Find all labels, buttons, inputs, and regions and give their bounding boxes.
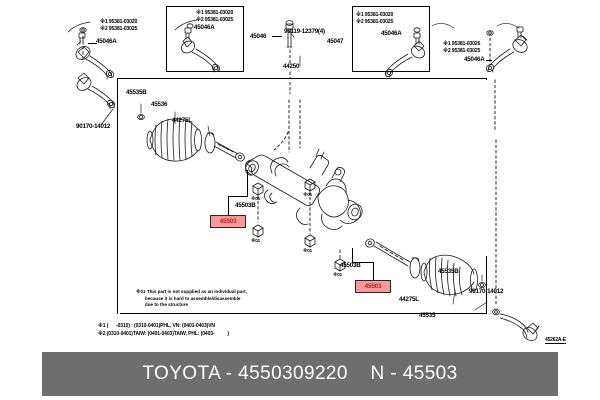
- highlight-right-bracket-v: [373, 262, 374, 280]
- label-44275L-left: 44275L: [172, 117, 192, 124]
- highlight-45503-right[interactable]: 45503: [355, 280, 391, 293]
- highlight-left-bracket-h: [228, 196, 248, 197]
- label-bolt-left-45046: 90119-12379(4): [284, 28, 325, 35]
- label-45535-right: 45535: [419, 312, 436, 319]
- frame-mask-right: [485, 80, 487, 256]
- label-right-outer-note1: ※1 95381-03026: [443, 41, 481, 47]
- leader-45046: [272, 36, 282, 37]
- main-diagram-frame: [117, 78, 487, 314]
- label-right-outer-note2: ※2 95381-03025: [443, 48, 481, 54]
- footer-part-text: TOYOTA - 4550309220 N - 45503: [142, 363, 458, 384]
- label-mark01-d: ※01: [303, 248, 312, 253]
- bolt-left-upper: [79, 27, 87, 33]
- frame-mask-top: [118, 79, 486, 80]
- footer-bar: TOYOTA - 4550309220 N - 45503: [42, 352, 558, 396]
- label-45535B-left: 45535B: [126, 89, 147, 96]
- label-bolt-45046: 45046: [250, 33, 267, 40]
- label-left-inset-note1: ※1 95381-03020: [196, 10, 234, 16]
- highlight-45503-left[interactable]: 45503: [210, 215, 246, 228]
- label-90170-14012-left: 90170-14012: [76, 123, 111, 130]
- tie-rod-end-right-outer: [485, 26, 528, 73]
- diagram-code: 45262A-E: [545, 337, 566, 344]
- leader-left-outer: [88, 43, 97, 44]
- tie-rod-end-right-lower: [492, 308, 540, 341]
- tie-rod-end-left-lower: [76, 72, 116, 110]
- highlight-left-bracket-v: [228, 196, 229, 215]
- label-right-inset-note2: ※2 95381-03025: [356, 19, 394, 25]
- footnote-1: ※1 ( -0310) : (0310-0401)PHL, VN: (0401-…: [98, 323, 215, 329]
- label-mark01-e: ※01: [333, 272, 342, 277]
- callout-box-right-inset: [352, 6, 430, 72]
- label-45503B-left: 45503B: [235, 202, 256, 209]
- frame-mask-left: [118, 160, 120, 314]
- label-left-inset-note2: ※2 95381-03025: [196, 17, 234, 23]
- bolt-right-upper: [486, 30, 494, 36]
- label-left-outer-part: 45046A: [96, 38, 117, 45]
- label-left-inset-part: 45046A: [194, 24, 215, 31]
- leader-right-outer: [486, 60, 492, 61]
- label-left-outer-note2: ※2 95381-03025: [100, 26, 138, 32]
- callout-box-left-inset: [166, 6, 244, 72]
- label-mark01-a: ※01: [251, 196, 260, 201]
- label-44275L-right: 44275L: [399, 296, 419, 303]
- highlight-right-bracket-h: [352, 262, 374, 263]
- label-90170-14012-right: 90170-14012: [469, 288, 504, 295]
- label-45536: 45536: [151, 101, 168, 108]
- label-45503B-right: 45503B: [340, 262, 361, 269]
- label-right-outer-part: 45046A: [464, 56, 485, 63]
- label-mark01-b: ※01: [303, 192, 312, 197]
- label-left-outer-note1: ※1 95381-03020: [100, 19, 138, 25]
- asterisk-note: ※01 This part is not supplied as an indi…: [136, 289, 247, 308]
- bolt-center-washer: [285, 20, 294, 26]
- label-mark01-c: ※01: [251, 238, 260, 243]
- label-right-inset-part: 45046A: [381, 30, 402, 37]
- highlight-right-bracket-v2: [352, 248, 353, 263]
- highlight-left-bracket-v2: [247, 170, 248, 197]
- label-right-inset-note1: ※1 95381-03020: [356, 12, 394, 18]
- label-45535B-right: 45535B: [438, 268, 459, 275]
- label-45047: 45047: [327, 38, 344, 45]
- label-44250: 44250: [283, 63, 300, 70]
- footnote-2: ※2 (0310-0401)TAIW: (0401-0403)TAIW, PHL…: [98, 331, 229, 337]
